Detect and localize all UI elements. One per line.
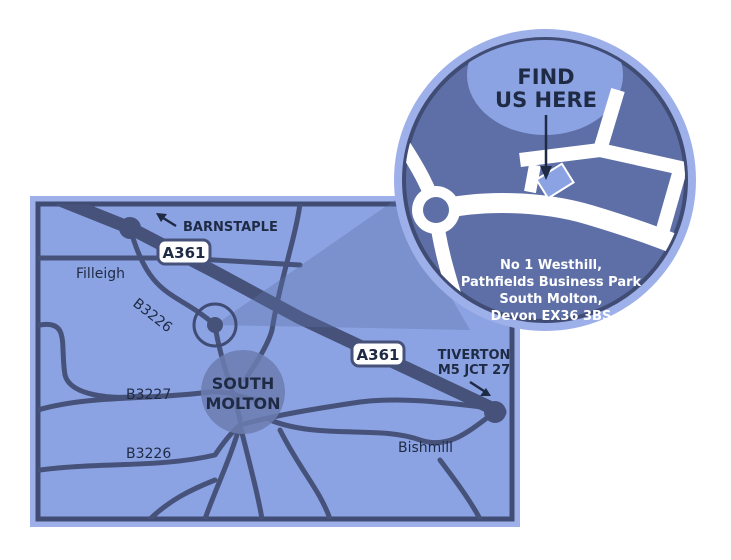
- inset-estate-road: [598, 143, 685, 177]
- svg-text:A361: A361: [163, 244, 206, 262]
- label-south-molton-1: SOUTH: [212, 374, 274, 393]
- find-us-title-2: US HERE: [495, 88, 597, 112]
- inset-estate-road: [524, 163, 541, 194]
- address-line-3: South Molton,: [499, 292, 602, 307]
- address-line-4: Devon EX36 3BS: [491, 309, 612, 324]
- minor-road: [437, 457, 483, 519]
- a361-road: [54, 204, 507, 419]
- find-us-title-1: FIND: [517, 65, 574, 89]
- inset-estate-road: [519, 143, 601, 167]
- inset-estate-road: [653, 168, 685, 242]
- pointer-arrow-icon: [540, 115, 552, 180]
- location-marker-icon: [192, 302, 238, 348]
- minor-road: [147, 477, 218, 519]
- address-line-1: No 1 Westhill,: [500, 258, 602, 273]
- label-filleigh: Filleigh: [76, 266, 125, 282]
- town-area-south-molton: [201, 350, 285, 434]
- minor-road: [127, 225, 218, 328]
- label-b3226-south: B3226: [126, 446, 171, 462]
- minor-road: [38, 422, 243, 473]
- label-bishmill: Bishmill: [398, 440, 453, 456]
- arrow-northwest-icon: [156, 213, 177, 228]
- minor-road: [202, 422, 243, 519]
- label-barnstaple: BARNSTAPLE: [183, 220, 278, 235]
- minor-road: [237, 422, 265, 519]
- junction-barnstaple: [119, 217, 141, 239]
- minor-road: [269, 204, 303, 333]
- minor-road: [38, 255, 303, 268]
- label-south-molton-2: MOLTON: [206, 394, 281, 413]
- minor-road: [38, 321, 143, 400]
- label-tiverton-1: TIVERTON: [438, 348, 511, 363]
- roundabout-icon: [412, 186, 460, 234]
- road-shield-a361-south: A361: [350, 340, 406, 368]
- label-b3227: B3227: [126, 387, 171, 403]
- minor-road: [277, 427, 333, 519]
- arrow-southeast-icon: [469, 380, 491, 396]
- label-tiverton-2: M5 JCT 27: [438, 363, 510, 378]
- inset-estate-road: [593, 87, 625, 153]
- svg-text:A361: A361: [357, 346, 400, 364]
- junction-tiverton: [484, 401, 506, 423]
- minor-road: [267, 409, 498, 446]
- road-shield-a361-north: A361: [156, 238, 212, 266]
- address-line-2: Pathfields Business Park: [461, 275, 642, 290]
